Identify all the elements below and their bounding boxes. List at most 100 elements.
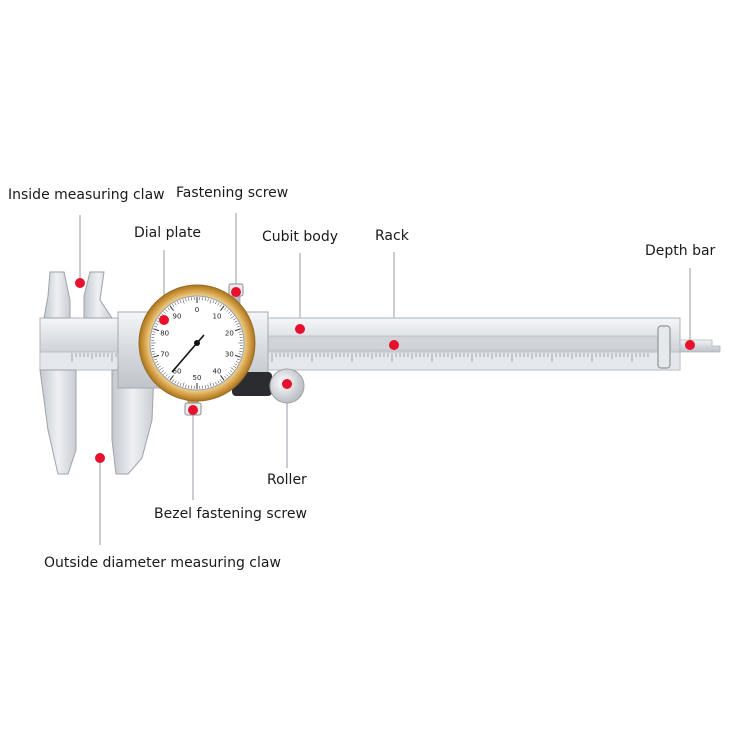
marker-rack: [389, 340, 399, 350]
label-cubit-body: Cubit body: [262, 229, 338, 245]
dial-tick: [207, 384, 209, 388]
marker-inside-claw: [75, 278, 85, 288]
dial-tick: [151, 334, 155, 336]
dial-hub: [194, 340, 200, 346]
dial-tick: [229, 370, 233, 373]
dial-tick: [182, 299, 185, 304]
dial-tick: [238, 353, 242, 355]
label-inside-measuring-claw: Inside measuring claw: [8, 187, 165, 203]
dial-tick: [235, 361, 239, 363]
dial-number: 40: [213, 368, 222, 376]
dial-tick: [226, 374, 229, 377]
dial-tick: [239, 334, 243, 336]
dial-tick: [174, 380, 177, 384]
inside-claw-sliding: [83, 271, 113, 319]
dial-tick: [163, 311, 166, 314]
dial-number: 30: [225, 351, 234, 359]
dial-tick: [169, 305, 174, 311]
dial-tick: [236, 325, 240, 328]
dial-tick: [163, 372, 166, 375]
dial-tick: [154, 325, 158, 328]
dial-number: 90: [173, 312, 182, 320]
marker-dial-plate: [159, 315, 169, 325]
dial-tick: [220, 305, 225, 311]
marker-roller: [282, 379, 292, 389]
dial-tick: [209, 382, 212, 387]
dial-ticks: [151, 297, 243, 389]
dial-tick: [230, 315, 235, 319]
marker-outside-claw: [95, 453, 105, 463]
dial-tick: [215, 301, 217, 305]
dial-tick: [159, 367, 164, 371]
dial-tick: [169, 375, 174, 381]
dial-tick: [229, 313, 233, 316]
inside-claw-fixed: [43, 271, 71, 319]
dial-tick: [215, 381, 217, 385]
dial-number: 0: [195, 306, 199, 314]
dial-tick: [179, 382, 182, 386]
outside-claw-fixed: [39, 369, 77, 475]
label-rack: Rack: [375, 228, 409, 244]
dial-tick: [238, 331, 242, 333]
dial-tick: [224, 307, 227, 311]
dial-tick: [224, 375, 227, 379]
dial-tick: [174, 302, 177, 306]
label-fastening-screw: Fastening screw: [176, 185, 289, 201]
dial-tick: [236, 358, 240, 361]
dial-tick: [177, 301, 179, 305]
dial-tick: [167, 307, 170, 311]
dial-tick: [209, 299, 212, 304]
dial-tick: [172, 379, 175, 382]
dial-tick: [152, 331, 156, 333]
dial-number: 20: [225, 329, 234, 337]
label-dial-plate: Dial plate: [134, 225, 202, 241]
markers: [75, 278, 695, 463]
dial-tick: [179, 300, 182, 304]
dial-tick: [182, 382, 185, 387]
dial-tick: [155, 323, 159, 325]
dial-tick: [165, 309, 168, 312]
dial-tick: [155, 361, 159, 363]
dial-tick: [226, 309, 229, 312]
dial-tick: [219, 379, 222, 382]
label-outside-diameter-measuring-claw: Outside diameter measuring claw: [44, 555, 281, 571]
dial-tick: [156, 363, 160, 366]
dial-tick: [234, 363, 238, 366]
dial-number: 10: [213, 312, 222, 320]
dial-tick: [153, 328, 160, 332]
fixed-jaw: [39, 271, 77, 475]
dial-tick: [167, 375, 170, 379]
dial-tick: [219, 304, 222, 307]
dial-tick: [207, 298, 209, 302]
dial-tick: [156, 320, 160, 323]
dial-number: 70: [160, 351, 169, 359]
label-depth-bar: Depth bar: [645, 243, 716, 259]
dial-tick: [185, 384, 187, 388]
dial-tick: [230, 367, 235, 371]
marker-depth-bar: [685, 340, 695, 350]
dial-tick: [158, 365, 161, 368]
dial-tick: [228, 311, 231, 314]
rack-strip: [261, 335, 659, 351]
dial-tick: [154, 358, 158, 361]
dial-tick: [217, 302, 220, 306]
dial-tick: [152, 353, 156, 355]
dial-number: 50: [193, 374, 202, 382]
marker-fastening-screw: [231, 287, 241, 297]
dial-tick: [235, 323, 239, 325]
dial-tick: [220, 375, 225, 381]
dial-needle: [171, 342, 198, 373]
dial-tick: [172, 304, 175, 307]
dial-tick: [177, 381, 179, 385]
dial-tick: [204, 297, 206, 301]
dial-tick: [185, 298, 187, 302]
marker-cubit-body: [295, 324, 305, 334]
dial-tick: [234, 320, 238, 323]
label-bezel-fastening-screw: Bezel fastening screw: [154, 506, 307, 522]
dial-tick: [228, 372, 231, 375]
dial-number: 80: [160, 329, 169, 337]
